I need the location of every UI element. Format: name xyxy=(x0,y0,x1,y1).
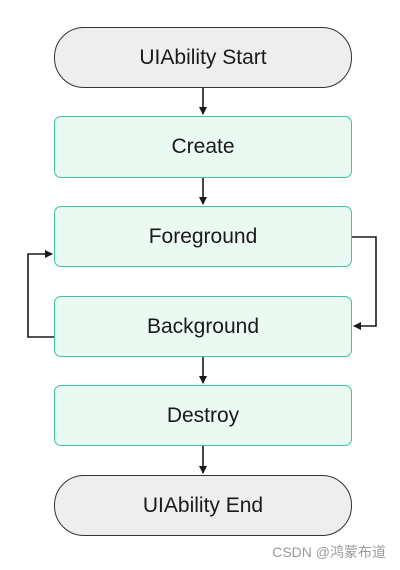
create-state-label: Create xyxy=(171,135,235,158)
uiability-end-label: UIAbility End xyxy=(142,493,264,517)
uiability-end-node: UIAbility End xyxy=(54,475,352,536)
background-state-node: Background xyxy=(54,296,352,357)
uiability-start-label: UIAbility Start xyxy=(139,45,267,69)
foreground-state-label: Foreground xyxy=(148,224,258,248)
destroy-state-node: Destroy xyxy=(54,385,352,446)
background-state-label: Background xyxy=(146,314,260,338)
arrow-foreground-to-background xyxy=(352,236,377,330)
foreground-state-node: Foreground xyxy=(54,206,352,267)
arrow-background-to-foreground xyxy=(27,250,54,338)
create-state-node: Create xyxy=(54,116,352,178)
watermark-text: CSDN @鸿蒙布道 xyxy=(272,544,386,560)
uiability-start-node: UIAbility Start xyxy=(54,27,352,88)
destroy-state-label: Destroy xyxy=(166,403,240,427)
